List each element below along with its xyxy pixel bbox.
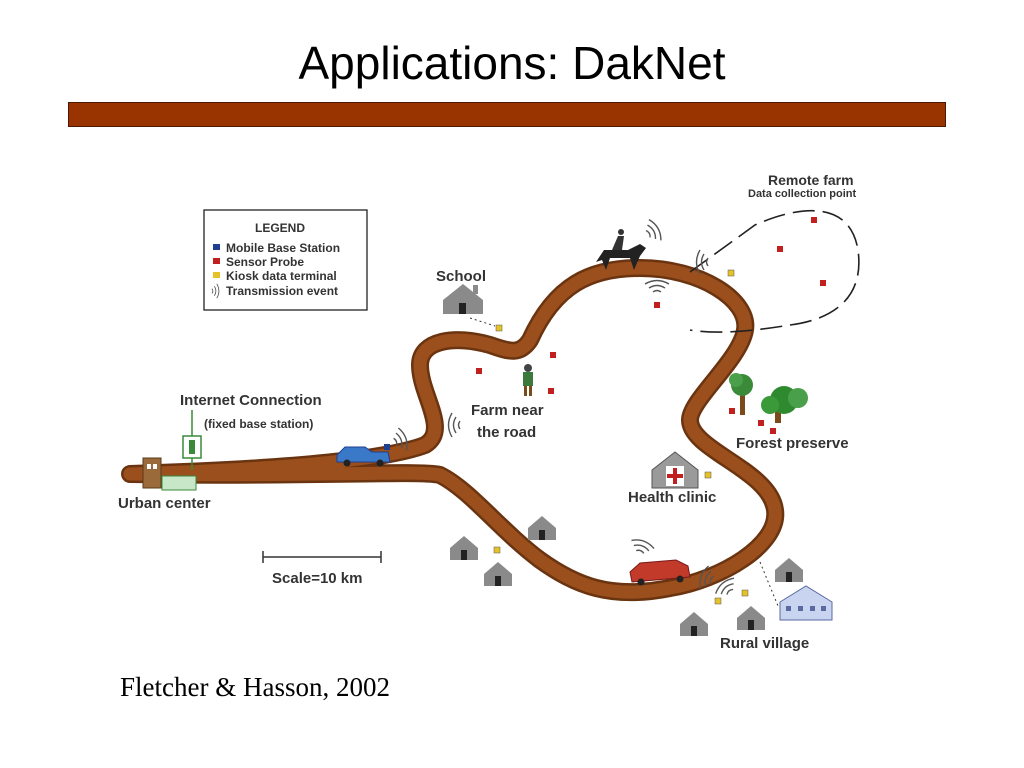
- remote-farm-label: Remote farm: [768, 172, 854, 188]
- sensor-probe-icon: [758, 420, 764, 426]
- legend-item-sensor-probe: Sensor Probe: [226, 255, 304, 269]
- kiosk-icon: [495, 324, 503, 332]
- data-collection-point-label: Data collection point: [748, 188, 857, 200]
- farm-near-road-label-2: the road: [477, 424, 536, 441]
- health-clinic-label: Health clinic: [628, 489, 716, 506]
- forest-preserve-label: Forest preserve: [736, 435, 849, 452]
- sensor-probe-icon: [550, 352, 556, 358]
- wifi-waves-icon: [628, 536, 656, 557]
- title-divider-bar: [68, 102, 946, 127]
- scale-bar: [262, 551, 382, 563]
- sensor-probe-icon: [654, 302, 660, 308]
- house-icon: [775, 558, 803, 582]
- horse-rider-icon: [596, 217, 670, 308]
- sensor-probe-icon: [729, 408, 735, 414]
- sensor-probe-icon: [476, 368, 482, 374]
- legend-title: LEGEND: [255, 221, 305, 235]
- mobile-base-station-icon: [384, 444, 390, 450]
- house-icon: [737, 606, 765, 630]
- internet-connection-label: Internet Connection: [180, 392, 322, 409]
- house-icon: [680, 612, 708, 636]
- health-clinic-building-icon: [651, 451, 712, 489]
- rural-village: [680, 558, 833, 636]
- sensor-probe-icon: [777, 246, 783, 252]
- slide-title: Applications: DakNet: [298, 37, 726, 89]
- urban-center-building-icon: [142, 457, 197, 491]
- navy-square-icon: [213, 244, 220, 250]
- wifi-waves-icon: [695, 249, 709, 275]
- farm-near-road-label-1: Farm near: [471, 402, 544, 419]
- legend-item-kiosk: Kiosk data terminal: [226, 269, 337, 283]
- house-icon: [450, 536, 478, 560]
- sensor-probe-icon: [770, 428, 776, 434]
- fixed-base-station-label: (fixed base station): [204, 417, 313, 431]
- kiosk-icon: [493, 546, 501, 554]
- yellow-square-icon: [213, 272, 220, 278]
- red-square-icon: [213, 258, 220, 264]
- legend-item-mobile-base-station: Mobile Base Station: [226, 241, 340, 255]
- kiosk-icon: [714, 597, 722, 605]
- forest-preserve-trees-icon: [729, 373, 808, 434]
- kiosk-icon: [741, 589, 749, 597]
- house-icon: [528, 516, 556, 540]
- village-hall-icon: [779, 585, 833, 621]
- farm-near-road: [476, 352, 556, 396]
- sensor-probe-icon: [820, 280, 826, 286]
- farmer-icon: [523, 364, 533, 396]
- legend-item-transmission-event: Transmission event: [226, 284, 338, 298]
- road: [121, 259, 785, 602]
- citation: Fletcher & Hasson, 2002: [120, 672, 390, 702]
- remote-farm: Remote farm Data collection point: [689, 172, 860, 333]
- fixed-base-station-icon: [182, 410, 202, 470]
- kiosk-icon: [704, 471, 712, 479]
- wifi-waves-icon: [447, 412, 461, 438]
- mobile-truck-icon: [336, 426, 411, 467]
- sensor-probe-icon: [811, 217, 817, 223]
- school-building-icon: [443, 284, 503, 332]
- sensor-probe-icon: [548, 388, 554, 394]
- mobile-truck-icon: [628, 536, 691, 586]
- urban-center-label: Urban center: [118, 495, 211, 512]
- legend: LEGEND Mobile Base Station Sensor Probe …: [203, 209, 368, 311]
- scale-label: Scale=10 km: [272, 570, 363, 587]
- house-icon: [484, 562, 512, 586]
- kiosk-icon: [727, 269, 735, 277]
- school-label: School: [436, 268, 486, 285]
- rural-village-label: Rural village: [720, 635, 809, 652]
